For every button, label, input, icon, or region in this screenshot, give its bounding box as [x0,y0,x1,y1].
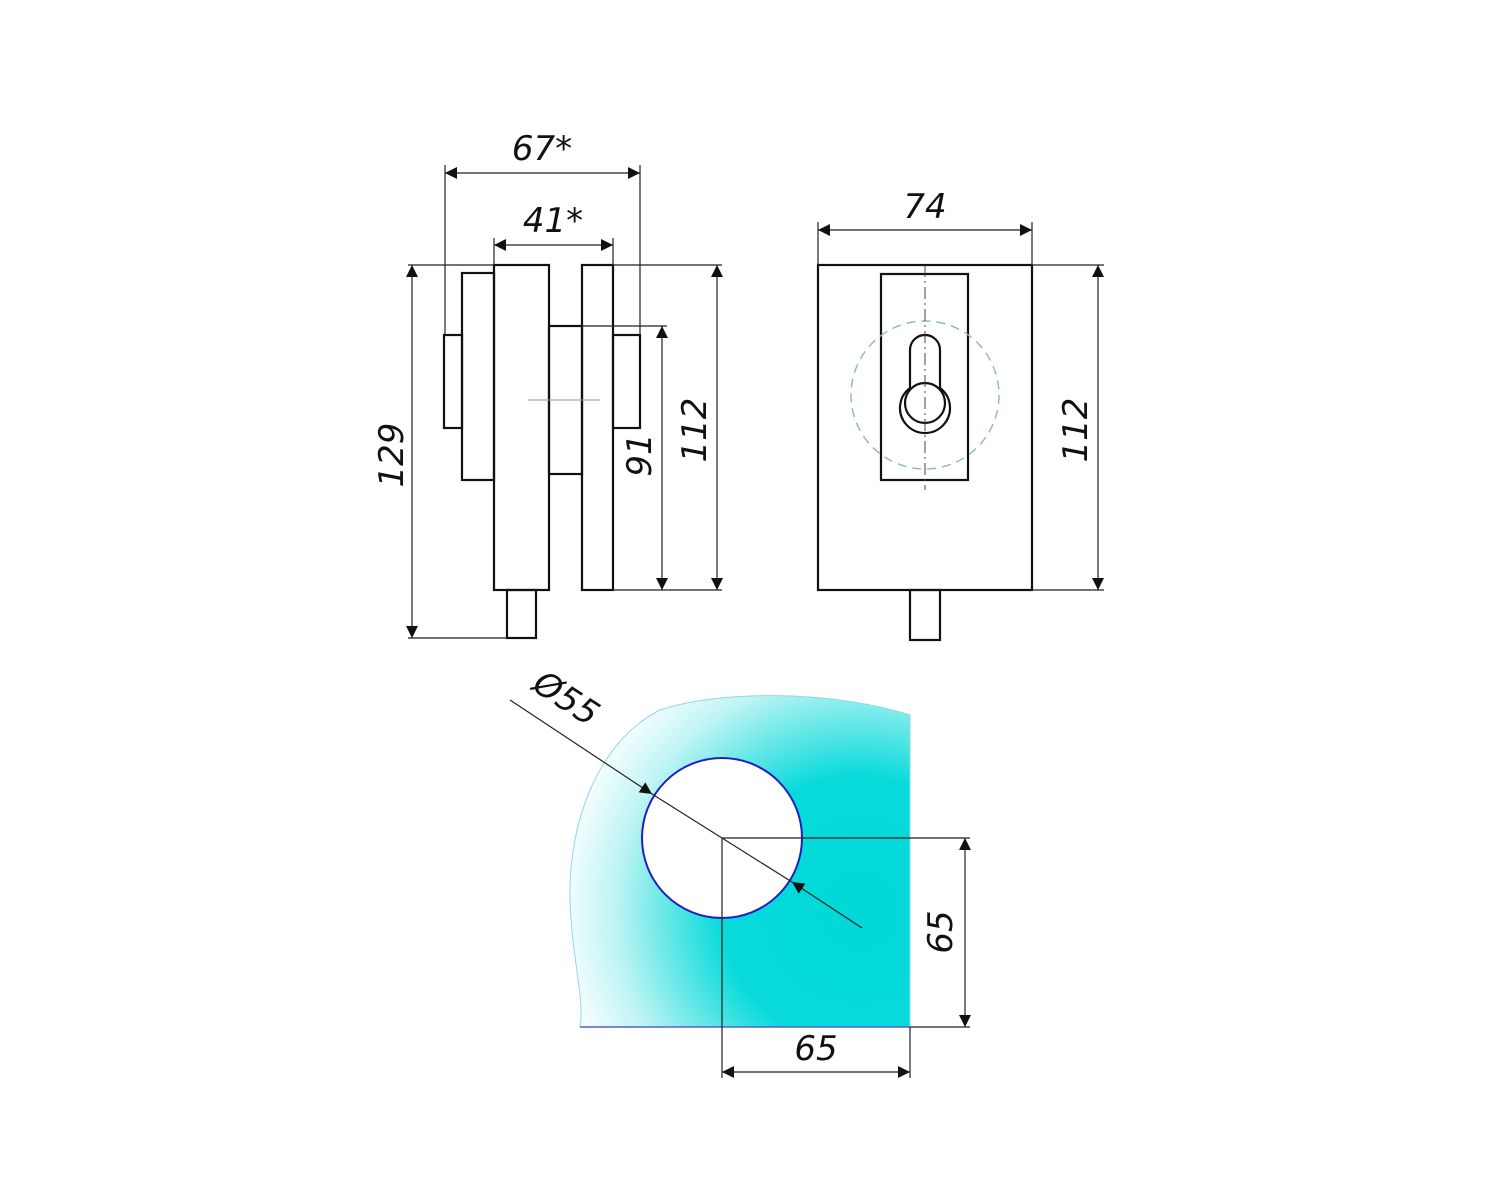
left-plate [460,271,496,482]
glass-cutout-view: Ø55 65 65 [509,662,971,1078]
right-small-block [611,333,642,430]
front-view: 74 112 [816,187,1104,642]
side-view: 67* 41* 129 91 112 [372,129,723,640]
pin [505,588,538,640]
dim-label-74: 74 [903,187,946,227]
dim-label-diameter-55: Ø55 [524,662,606,735]
dim-label-65-vertical: 65 [921,910,961,953]
dim-label-65-horizontal: 65 [794,1029,837,1069]
dim-label-112-front: 112 [1056,398,1096,463]
diameter-leader-outer [509,699,653,795]
pin [908,588,942,642]
dim-label-67: 67* [512,129,572,169]
dim-label-41: 41* [523,201,583,241]
dim-label-91: 91 [620,433,660,476]
left-body [492,263,551,592]
dim-label-112-side: 112 [675,398,715,463]
left-small-block [442,333,464,430]
dim-label-129: 129 [372,423,412,488]
diameter-leader-inner [791,881,863,929]
right-plate [580,263,615,592]
